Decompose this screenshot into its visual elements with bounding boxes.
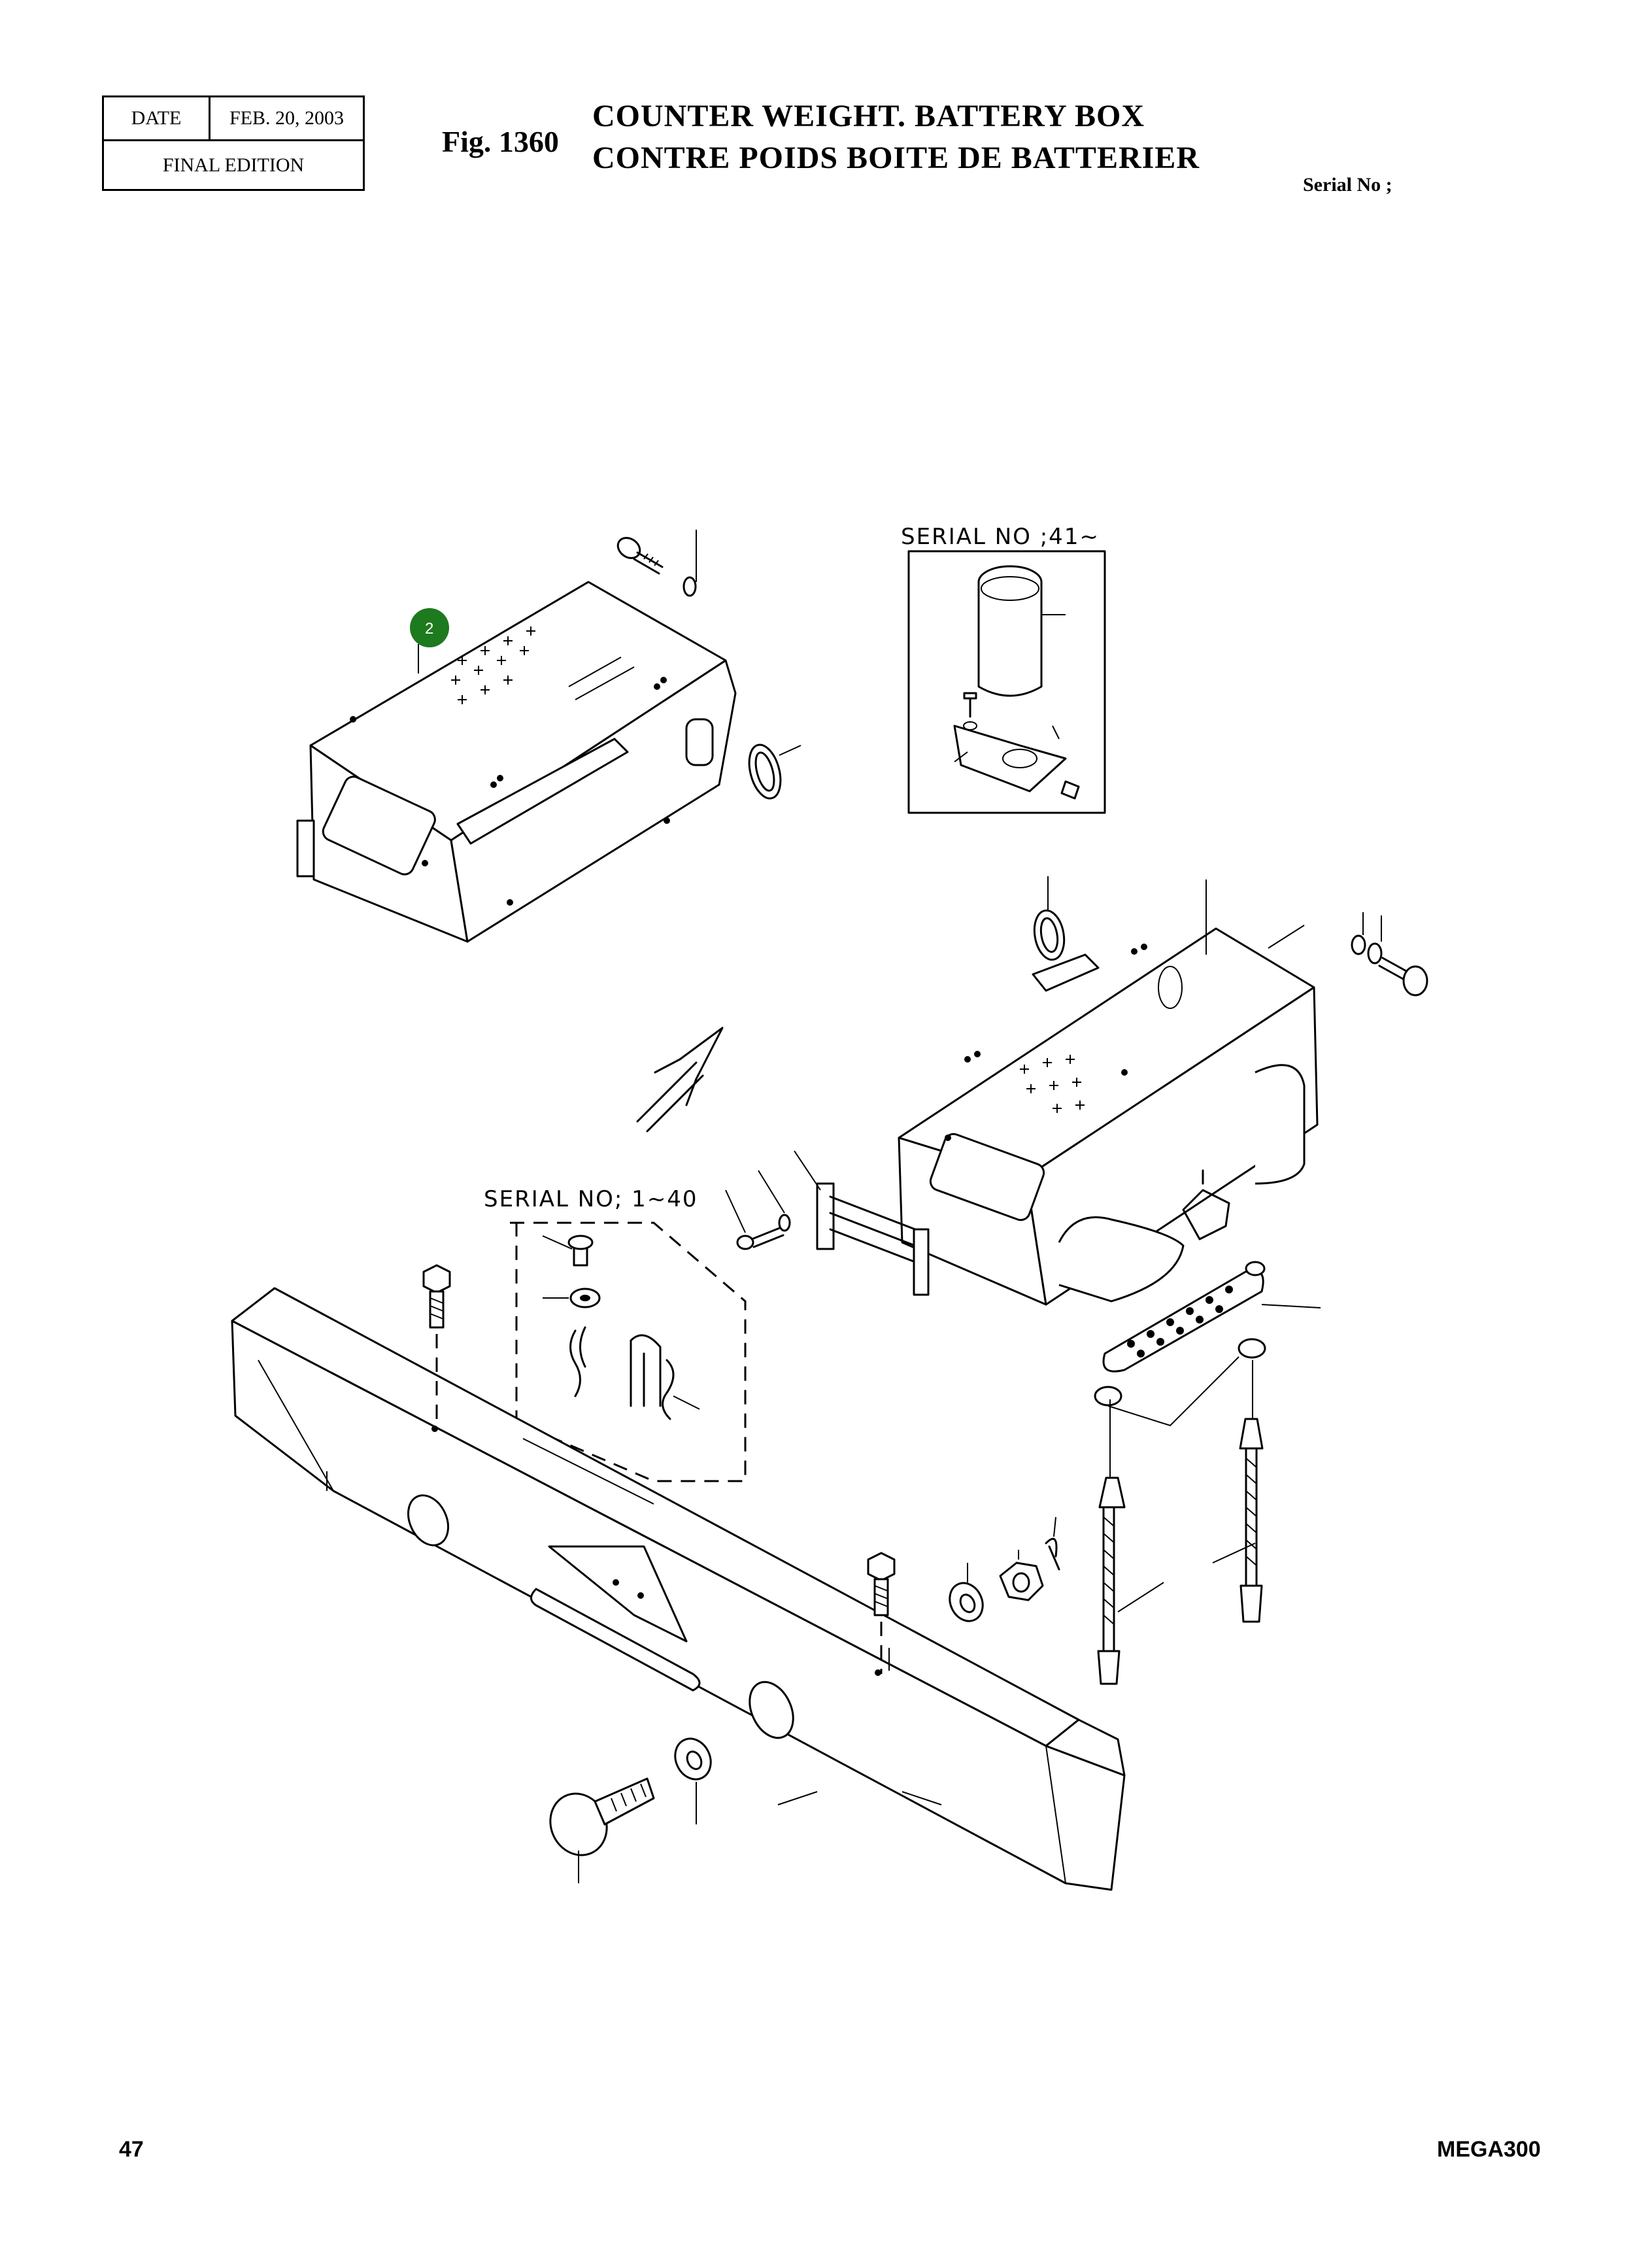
bolt-icon [616, 537, 664, 575]
step-plate [1102, 1261, 1321, 1373]
cotter-pin-icon [1045, 1537, 1060, 1571]
bolt-icon [725, 1170, 791, 1250]
bolt-icon [422, 1264, 451, 1426]
washer-icon [674, 1737, 712, 1824]
washer-icon [949, 1582, 984, 1622]
washer-icon [1238, 1338, 1266, 1359]
counter-weight [231, 1287, 1126, 1891]
header-date-row: DATE FEB. 20, 2003 [104, 97, 363, 141]
figure-title-french: CONTRE POIDS BOITE DE BATTERIER [592, 141, 1200, 175]
figure-title-english: COUNTER WEIGHT. BATTERY BOX [592, 99, 1145, 133]
bolt-icon [867, 1552, 896, 1674]
serial-number-label: Serial No ; [1303, 174, 1392, 196]
date-value: FEB. 20, 2003 [229, 107, 345, 129]
page-number: 47 [119, 2137, 144, 2162]
inset-serial-1-40-label: SERIAL NO; 1~40 [484, 1186, 698, 1212]
date-label: DATE [104, 97, 211, 139]
callout-2-label: 2 [425, 620, 433, 638]
header-date-table: DATE FEB. 20, 2003 FINAL EDITION [102, 95, 365, 191]
terminal-strap [794, 1150, 930, 1296]
battery-box-assembled [898, 876, 1319, 1306]
washer-icon [1094, 1386, 1122, 1407]
washer-icon [683, 576, 697, 597]
inset-serial-41-label: SERIAL NO ;41~ [901, 524, 1100, 550]
step-rod-right [1239, 1418, 1264, 1623]
bolt-icon [549, 1777, 655, 1883]
nut-icon [999, 1562, 1044, 1601]
bolt-icon [1351, 912, 1428, 997]
edition-label: FINAL EDITION [162, 154, 305, 176]
inset-serial-41: SERIAL NO ;41~ [901, 524, 1106, 814]
model-name: MEGA300 [1437, 2137, 1541, 2162]
grommet-ring [748, 743, 782, 800]
step-rod-left [1097, 1477, 1126, 1685]
battery-box-cover [296, 581, 737, 943]
callout-2: 2 [410, 608, 449, 647]
figure-number: Fig. 1360 [442, 125, 559, 158]
direction-arrow-icon [636, 1027, 724, 1133]
